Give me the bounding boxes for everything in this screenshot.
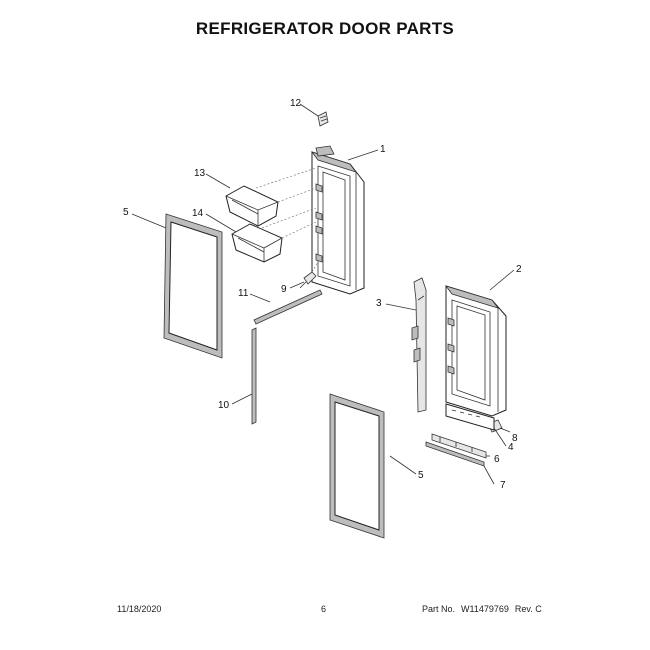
callout-6: 6 [494,454,500,465]
footer-date: 11/18/2020 [117,604,162,614]
callout-9: 9 [281,284,287,295]
part-12-hinge-cap [317,111,329,127]
part-11-strip [253,289,323,325]
callout-13: 13 [194,168,206,179]
page-title: REFRIGERATOR DOOR PARTS [195,19,455,38]
callout-5-right: 5 [418,470,424,481]
callout-10: 10 [218,400,230,411]
part-5-door-gasket-right [329,393,385,539]
footer-revision: Rev. C [514,604,542,614]
callout-2: 2 [516,264,522,275]
part-2-right-door [444,285,507,417]
callout-3: 3 [376,298,382,309]
part-9-clip [299,271,317,289]
part-1-left-door [310,145,365,295]
footer-part-info: Part No. W11479769 Rev. C [422,604,548,614]
callout-7: 7 [500,480,506,491]
footer-page-number: 6 [321,604,327,614]
part-3-door-trim [411,277,427,413]
part-14-door-bin [231,223,283,263]
part-4-control-panel [445,403,495,431]
callout-4: 4 [508,442,514,453]
callout-5-left: 5 [123,207,129,218]
callout-11: 11 [238,288,249,299]
part-6-panel-bracket [431,433,487,459]
part-10-mullion-strip [251,327,257,425]
callout-12: 12 [290,98,302,109]
callout-1: 1 [380,144,386,155]
callout-14: 14 [192,208,204,219]
footer-part-number: W11479769 [461,604,509,614]
footer-part-label: Part No. [422,604,456,614]
part-13-door-bin [225,185,279,227]
callout-8: 8 [512,433,518,444]
part-5-door-gasket-left [163,213,223,359]
